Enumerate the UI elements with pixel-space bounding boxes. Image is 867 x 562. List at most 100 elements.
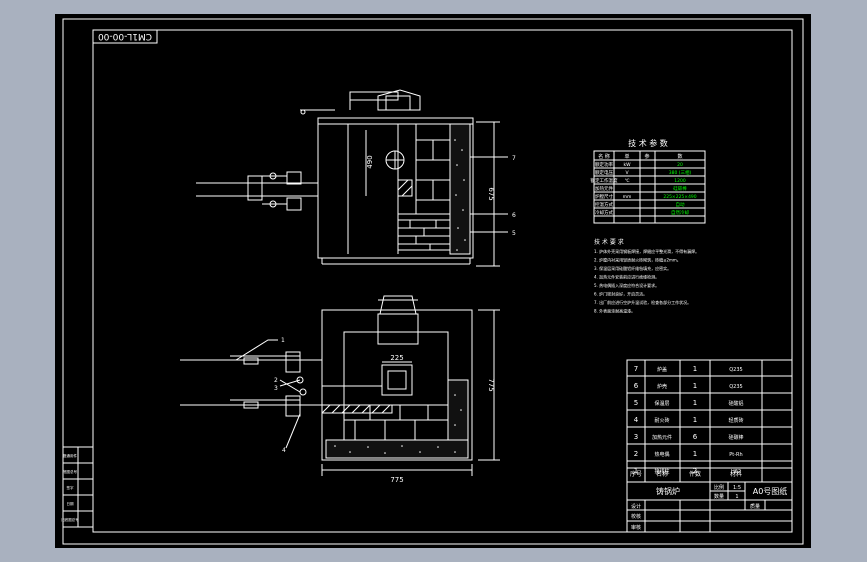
parts-row-no: 4: [634, 416, 639, 424]
left-stamp: [62, 446, 94, 528]
tech-row-value: 自然冷却: [671, 209, 689, 216]
parts-row-name: 保温层: [654, 400, 669, 407]
front-height-dim: 675: [487, 187, 495, 200]
drawing-code: CM1L-00-00: [98, 31, 152, 41]
parts-header-qty: 件数: [689, 470, 701, 478]
title-mass-label: 质量: [750, 503, 760, 510]
stamp-label: 旧底图总号: [61, 517, 79, 522]
tech-row-value: 380 (三相): [669, 169, 692, 176]
drawing-code-box: CM1L-00-00: [92, 29, 158, 44]
sheet-background: [55, 14, 811, 548]
notes-title: 技 术 要 求: [594, 238, 624, 246]
parts-row-no: 6: [634, 382, 639, 390]
parts-row-no: 3: [634, 433, 638, 441]
note-line: 4. 加热元件安装前应进行绝缘检测。: [594, 274, 659, 280]
title-reviewer-label: 审核: [631, 524, 641, 531]
plan-height-dim: 775: [487, 378, 495, 391]
parts-row-no: 2: [634, 450, 638, 458]
tech-header: 数: [677, 153, 682, 160]
parts-row-material: 硅碳棒: [728, 434, 743, 441]
parts-row-name: 热电偶: [654, 451, 669, 458]
title-qty-label: 数量: [714, 493, 724, 500]
parts-list-grid: [626, 359, 793, 533]
parts-row-material: 轻质砖: [728, 417, 743, 424]
parts-row-no: 5: [634, 399, 638, 407]
parts-row-qty: 1: [693, 450, 697, 458]
title-sheet-size: A0号图纸: [753, 486, 788, 496]
tech-row-name: 额定电压: [595, 169, 613, 176]
note-line: 2. 炉膛内衬采用轻质耐火砖砌筑，砖缝≤2mm。: [594, 257, 681, 263]
note-line: 8. 外表面涂耐高温漆。: [594, 308, 635, 314]
tech-row-name: 额定工作温度: [591, 177, 618, 184]
parts-row-material: Q235: [729, 367, 742, 373]
tech-row-value: 20: [677, 162, 683, 168]
inner-height-dim: 490: [366, 155, 374, 168]
front-view: [196, 89, 508, 267]
parts-row-qty: 1: [693, 365, 697, 373]
plan-inner-dim: 225: [390, 354, 403, 362]
parts-row-name: 耐火砖: [654, 417, 669, 424]
tech-header: 名 称: [598, 153, 610, 160]
title-qty-value: 1: [735, 494, 738, 500]
tech-table: [593, 150, 706, 224]
tech-row-unit: ℃: [624, 178, 629, 184]
parts-row-no: 7: [634, 365, 638, 373]
parts-row-qty: 2: [693, 467, 697, 475]
stamp-label: 底图总号: [63, 469, 77, 474]
tech-row-value: 1200: [674, 178, 686, 184]
parts-row-material: 硅酸铝: [728, 400, 743, 407]
parts-row-name: 接线柱: [654, 468, 669, 475]
tech-row-unit: kW: [623, 162, 631, 168]
parts-header-name: 名称: [656, 470, 668, 478]
note-line: 7. 出厂前应进行空炉升温试验，检查各部分工作状况。: [594, 299, 691, 305]
tech-row-unit: mm: [623, 195, 632, 200]
parts-row-qty: 6: [693, 433, 698, 441]
parts-row-material: H62: [731, 469, 741, 475]
tech-header: 单: [624, 153, 629, 160]
title-scale-value: 1:5: [733, 485, 741, 491]
title-scale-label: 比例: [714, 484, 724, 491]
parts-header-material: 材料: [730, 470, 742, 478]
tech-row-name: 炉膛尺寸: [595, 193, 613, 200]
leader-6: 6: [512, 212, 516, 219]
tech-row-name: 额定功率: [595, 161, 613, 168]
parts-row-qty: 1: [693, 399, 697, 407]
parts-row-qty: 1: [693, 382, 697, 390]
plan-view-insulation-dots: [334, 394, 462, 454]
parts-row-material: Q235: [729, 384, 742, 390]
inner-frame: [92, 29, 793, 533]
parts-row-qty: 1: [693, 416, 697, 424]
note-line: 6. 炉门密封良好，开启灵活。: [594, 291, 647, 297]
front-view-insulation-dots: [454, 139, 466, 251]
leader-2: 2: [274, 377, 278, 384]
parts-row-no: 1: [634, 467, 638, 475]
note-line: 3. 保温层采用硅酸铝纤维毡填充，应密实。: [594, 265, 671, 271]
parts-row-name: 炉壳: [657, 383, 667, 390]
parts-row-name: 炉盖: [657, 366, 667, 373]
tech-row-value: 225×225×490: [663, 194, 696, 200]
note-line: 1. 炉体外壳采用钢板焊接，焊缝应平整光滑，不得有漏焊。: [594, 248, 699, 254]
note-line: 5. 热电偶插入深度应符合设计要求。: [594, 282, 659, 288]
parts-row-name: 加热元件: [652, 434, 672, 441]
parts-header-no: 序号: [630, 470, 642, 478]
leader-1: 1: [281, 337, 285, 344]
tech-row-value: 自动: [676, 201, 685, 208]
notes-lines: 1. 炉体外壳采用钢板焊接，焊缝应平整光滑，不得有漏焊。 2. 炉膛内衬采用轻质耐…: [594, 248, 699, 314]
title-designer-label: 设计: [631, 503, 641, 510]
leader-7: 7: [512, 155, 516, 162]
title-checker-label: 校核: [631, 513, 641, 520]
stamp-label: 日期: [67, 501, 74, 506]
stamp-label: 借通用件: [63, 453, 77, 458]
tech-row-name: 控温方式: [595, 201, 613, 208]
parts-row-material: Pt-Rh: [729, 452, 742, 458]
leader-3: 3: [274, 385, 278, 392]
stamp-label: 签字: [67, 485, 74, 490]
tech-row-unit: V: [625, 170, 629, 176]
leader-5: 5: [512, 230, 516, 237]
title-part-name: 铸锅炉: [656, 486, 680, 496]
plan-view: [180, 295, 500, 476]
